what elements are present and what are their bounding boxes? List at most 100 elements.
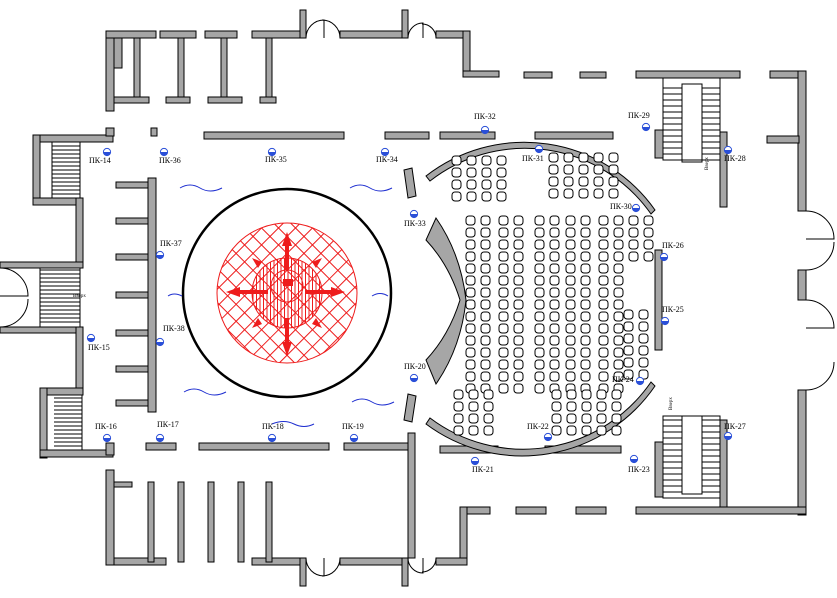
fire-zone <box>216 222 358 364</box>
stair-label-vverh-top-right: Вверх <box>705 157 710 170</box>
seat <box>598 227 609 238</box>
seat <box>598 263 609 274</box>
hydrant-icon-fill <box>156 255 164 259</box>
hydrant-pk-30[interactable]: ПК-30 <box>610 202 641 213</box>
hydrant-pk-25[interactable]: ПК-25 <box>660 305 684 326</box>
seat <box>565 287 576 298</box>
seat <box>534 263 545 274</box>
seat <box>578 176 589 187</box>
hydrant-pk-19[interactable]: ПК-19 <box>342 422 364 443</box>
seat <box>578 152 589 163</box>
hydrant-label: ПК-30 <box>610 202 632 211</box>
hydrant-pk-23[interactable]: ПК-23 <box>628 454 650 474</box>
seat <box>480 251 491 262</box>
seat <box>638 345 649 356</box>
hydrant-pk-20[interactable]: ПК-20 <box>404 362 426 383</box>
hydrant-pk-16[interactable]: ПК-16 <box>95 422 117 443</box>
hydrant-pk-27[interactable]: ПК-27 <box>723 422 746 441</box>
hydrant-pk-18[interactable]: ПК-18 <box>262 422 284 443</box>
seat <box>628 215 639 226</box>
seat <box>565 359 576 370</box>
seat <box>613 335 624 346</box>
seat <box>480 275 491 286</box>
seat <box>549 371 560 382</box>
seat <box>513 311 524 322</box>
seat <box>465 287 476 298</box>
hydrant-icon-fill <box>481 130 489 134</box>
seat <box>534 311 545 322</box>
hydrant-icon-fill <box>630 459 638 463</box>
seat <box>598 215 609 226</box>
seat <box>480 371 491 382</box>
seat <box>613 227 624 238</box>
seat <box>549 299 560 310</box>
seat <box>580 239 591 250</box>
seat <box>580 335 591 346</box>
seat <box>480 287 491 298</box>
seat <box>451 191 462 202</box>
seat <box>598 311 609 322</box>
seat <box>465 323 476 334</box>
seat <box>465 251 476 262</box>
hydrant-pk-31[interactable]: ПК-31 <box>522 144 544 163</box>
seat <box>534 251 545 262</box>
hydrant-pk-15[interactable]: ПК-15 <box>86 333 110 352</box>
seat <box>638 309 649 320</box>
seat <box>534 275 545 286</box>
seat <box>593 164 604 175</box>
hydrant-pk-37[interactable]: ПК-37 <box>155 239 182 260</box>
seat <box>480 311 491 322</box>
hydrant-label: ПК-18 <box>262 422 284 431</box>
seat <box>643 227 654 238</box>
hydrant-label: ПК-26 <box>662 241 684 250</box>
seat <box>578 164 589 175</box>
seat <box>465 347 476 358</box>
seat <box>551 401 562 412</box>
hydrant-pk-21[interactable]: ПК-21 <box>470 456 494 474</box>
seat <box>551 425 562 436</box>
seat <box>563 176 574 187</box>
seat <box>549 227 560 238</box>
hydrant-pk-35[interactable]: ПК-35 <box>265 147 287 164</box>
stair-top-right <box>662 77 721 163</box>
hydrant-pk-17[interactable]: ПК-17 <box>155 420 179 443</box>
seat <box>498 275 509 286</box>
hydrant-pk-29[interactable]: ПК-29 <box>628 111 651 132</box>
seat <box>581 425 592 436</box>
seat <box>465 359 476 370</box>
doors <box>0 19 835 577</box>
seat <box>638 357 649 368</box>
seat <box>534 239 545 250</box>
seat <box>565 215 576 226</box>
seat <box>498 359 509 370</box>
hydrant-label: ПК-20 <box>404 362 426 371</box>
seat <box>483 413 494 424</box>
seat <box>623 333 634 344</box>
seat <box>565 275 576 286</box>
hydrant-pk-33[interactable]: ПК-33 <box>404 209 426 228</box>
hydrant-pk-34[interactable]: ПК-34 <box>376 147 398 164</box>
hydrant-pk-28[interactable]: ПК-28 <box>723 145 746 163</box>
seat <box>565 371 576 382</box>
seat <box>580 323 591 334</box>
hydrant-pk-36[interactable]: ПК-36 <box>159 147 181 165</box>
seat <box>468 413 479 424</box>
smoke-waves <box>167 184 395 427</box>
hydrant-pk-14[interactable]: ПК-14 <box>89 147 112 165</box>
hydrant-pk-22[interactable]: ПК-22 <box>527 422 553 442</box>
hydrant-pk-24[interactable]: ПК-24 <box>612 375 645 386</box>
hydrant-pk-32[interactable]: ПК-32 <box>474 112 496 135</box>
hydrant-icon-fill <box>724 150 732 154</box>
seat <box>465 227 476 238</box>
hydrant-pk-26[interactable]: ПК-26 <box>659 241 684 262</box>
seat <box>580 227 591 238</box>
seat <box>551 413 562 424</box>
seat <box>534 287 545 298</box>
hydrant-icon-fill <box>632 208 640 212</box>
hydrant-icon-fill <box>350 438 358 442</box>
seat <box>534 383 545 394</box>
hydrant-pk-38[interactable]: ПК-38 <box>155 324 185 347</box>
hydrant-icon-fill <box>87 338 95 342</box>
